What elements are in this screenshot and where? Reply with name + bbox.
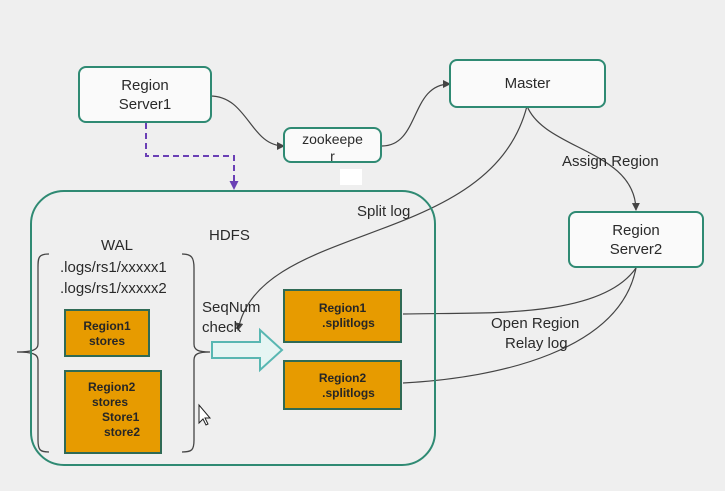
region-server1-line1: Region [121, 76, 169, 94]
edge-rs2-to-region1-splitlogs [402, 267, 637, 315]
edge-master-split-log [235, 105, 528, 331]
wal-log1: .logs/rs1/xxxxx1 [60, 259, 167, 276]
open-region-label: Open Region Relay log [491, 314, 579, 354]
region2-stores-box[interactable]: Region2 stores Store1 store2 [64, 370, 162, 454]
region2-splitlogs-line1: Region2 [318, 371, 367, 385]
dashed-arrow-rs1-to-hdfs [145, 123, 239, 190]
region1-stores-line1: Region1 [83, 319, 131, 333]
edge-master-to-rs2 [526, 105, 640, 211]
region1-splitlogs-box[interactable]: Region1 .splitlogs [283, 289, 402, 343]
zookeeper-line2: r [330, 148, 335, 164]
region2-splitlogs-box[interactable]: Region2 .splitlogs [283, 360, 402, 410]
zookeeper-node[interactable]: zookeepe r [283, 127, 382, 164]
hdfs-title: HDFS [209, 227, 250, 244]
zookeeper-line1: zookeepe [302, 131, 363, 147]
region-server2-line1: Region [612, 221, 660, 239]
edge-rs2-to-region2-splitlogs [402, 267, 637, 384]
region1-stores-line2: stores [88, 334, 126, 348]
wal-title: WAL [101, 237, 133, 254]
seqnum-label: SeqNum check [202, 298, 260, 338]
region-server1-node[interactable]: Region Server1 [78, 66, 212, 123]
hdfs-container [30, 190, 436, 466]
open-region-line1: Open Region [491, 315, 580, 332]
cursor-icon [198, 403, 212, 426]
region2-stores-line3: Store1 [102, 410, 140, 424]
seqnum-hollow-arrow [211, 327, 284, 373]
wal-right-brace [181, 253, 211, 453]
assign-region-label: Assign Region [562, 153, 659, 170]
open-region-line2: Relay log [505, 335, 568, 352]
wal-log2: .logs/rs1/xxxxx2 [60, 280, 167, 297]
master-node[interactable]: Master [449, 59, 606, 108]
region-server1-line2: Server1 [118, 95, 172, 113]
region2-stores-line2: stores [92, 395, 129, 409]
region2-stores-line4: store2 [104, 425, 141, 439]
master-label: Master [504, 75, 551, 92]
edge-zookeeper-to-master [381, 80, 451, 147]
seqnum-line1: SeqNum [202, 299, 261, 316]
region1-splitlogs-line2: .splitlogs [322, 316, 375, 330]
region2-stores-line1: Region2 [88, 380, 136, 394]
white-patch [340, 169, 362, 185]
region-server2-line2: Server2 [609, 240, 663, 258]
region2-splitlogs-line2: .splitlogs [322, 386, 375, 400]
seqnum-line2: check [202, 319, 242, 336]
region1-stores-box[interactable]: Region1 stores [64, 309, 150, 357]
region1-splitlogs-line1: Region1 [318, 301, 367, 315]
edge-rs1-to-zookeeper [209, 95, 285, 150]
split-log-label: Split log [357, 203, 411, 220]
region-server2-node[interactable]: Region Server2 [568, 211, 704, 268]
